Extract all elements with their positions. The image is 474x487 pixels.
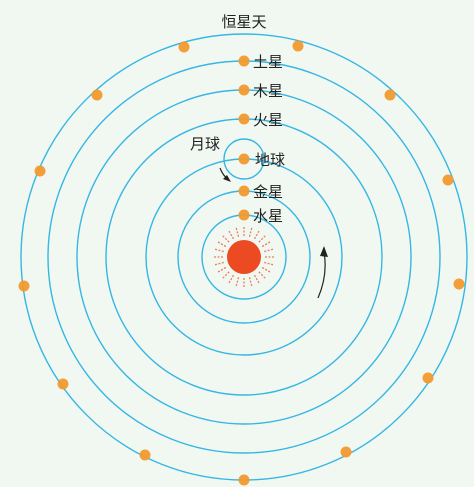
label-group: 恒星天 土星 木星 火星 地球 月球 金星 水星 — [190, 13, 285, 225]
star-dot — [34, 165, 46, 177]
sun-ray — [258, 271, 267, 280]
moon-orbit — [223, 138, 265, 180]
star-dot — [91, 89, 103, 101]
earth-dot — [238, 153, 250, 165]
sun-core — [227, 240, 261, 274]
star-dot — [442, 174, 454, 186]
star-dot — [340, 446, 352, 458]
star-dot — [139, 449, 151, 461]
mars-label: 火星 — [253, 111, 283, 129]
sun-ray — [216, 240, 227, 248]
sun-ray — [221, 271, 230, 280]
sun-ray — [258, 234, 267, 243]
star-dot — [178, 41, 190, 53]
sun-ray — [253, 229, 261, 240]
sun-ray — [227, 274, 235, 285]
sun-ray — [248, 277, 253, 288]
sun-ray — [221, 234, 230, 243]
sun-icon — [213, 226, 275, 288]
star-dot — [292, 40, 304, 52]
jupiter-dot — [238, 84, 250, 96]
sun-ray — [235, 226, 240, 237]
sun-ray — [253, 274, 261, 285]
moon-label: 月球 — [190, 135, 220, 153]
orbit-direction-arrowhead — [320, 246, 328, 257]
sun-ray — [235, 277, 240, 288]
star-dot — [57, 378, 69, 390]
mars-dot — [238, 113, 250, 125]
orbit-direction-arrows — [219, 167, 328, 299]
fixed-stars-group — [18, 40, 465, 486]
sun-ray — [213, 261, 224, 266]
moon-direction-arrowhead — [223, 175, 231, 182]
jupiter-label: 木星 — [253, 82, 283, 100]
fixed-stars-label: 恒星天 — [221, 13, 266, 31]
venus-dot — [238, 185, 250, 197]
sun-ray — [248, 226, 253, 237]
star-dot — [453, 278, 465, 290]
saturn-label: 土星 — [253, 53, 283, 71]
earth-label: 地球 — [255, 151, 285, 169]
sun-rays — [213, 226, 275, 288]
star-dot — [384, 89, 396, 101]
mercury-dot — [238, 209, 250, 221]
sun-ray — [261, 240, 272, 248]
sun-ray — [216, 266, 227, 274]
star-dot — [422, 372, 434, 384]
planet-group — [238, 55, 250, 221]
sun-ray — [264, 261, 275, 266]
sun-ray — [213, 248, 224, 253]
sun-ray — [261, 266, 272, 274]
venus-label: 金星 — [253, 183, 283, 201]
star-dot — [238, 474, 250, 486]
saturn-dot — [238, 55, 250, 67]
sun-ray — [227, 229, 235, 240]
mercury-label: 水星 — [253, 207, 283, 225]
star-dot — [18, 280, 30, 292]
sun-ray — [264, 248, 275, 253]
